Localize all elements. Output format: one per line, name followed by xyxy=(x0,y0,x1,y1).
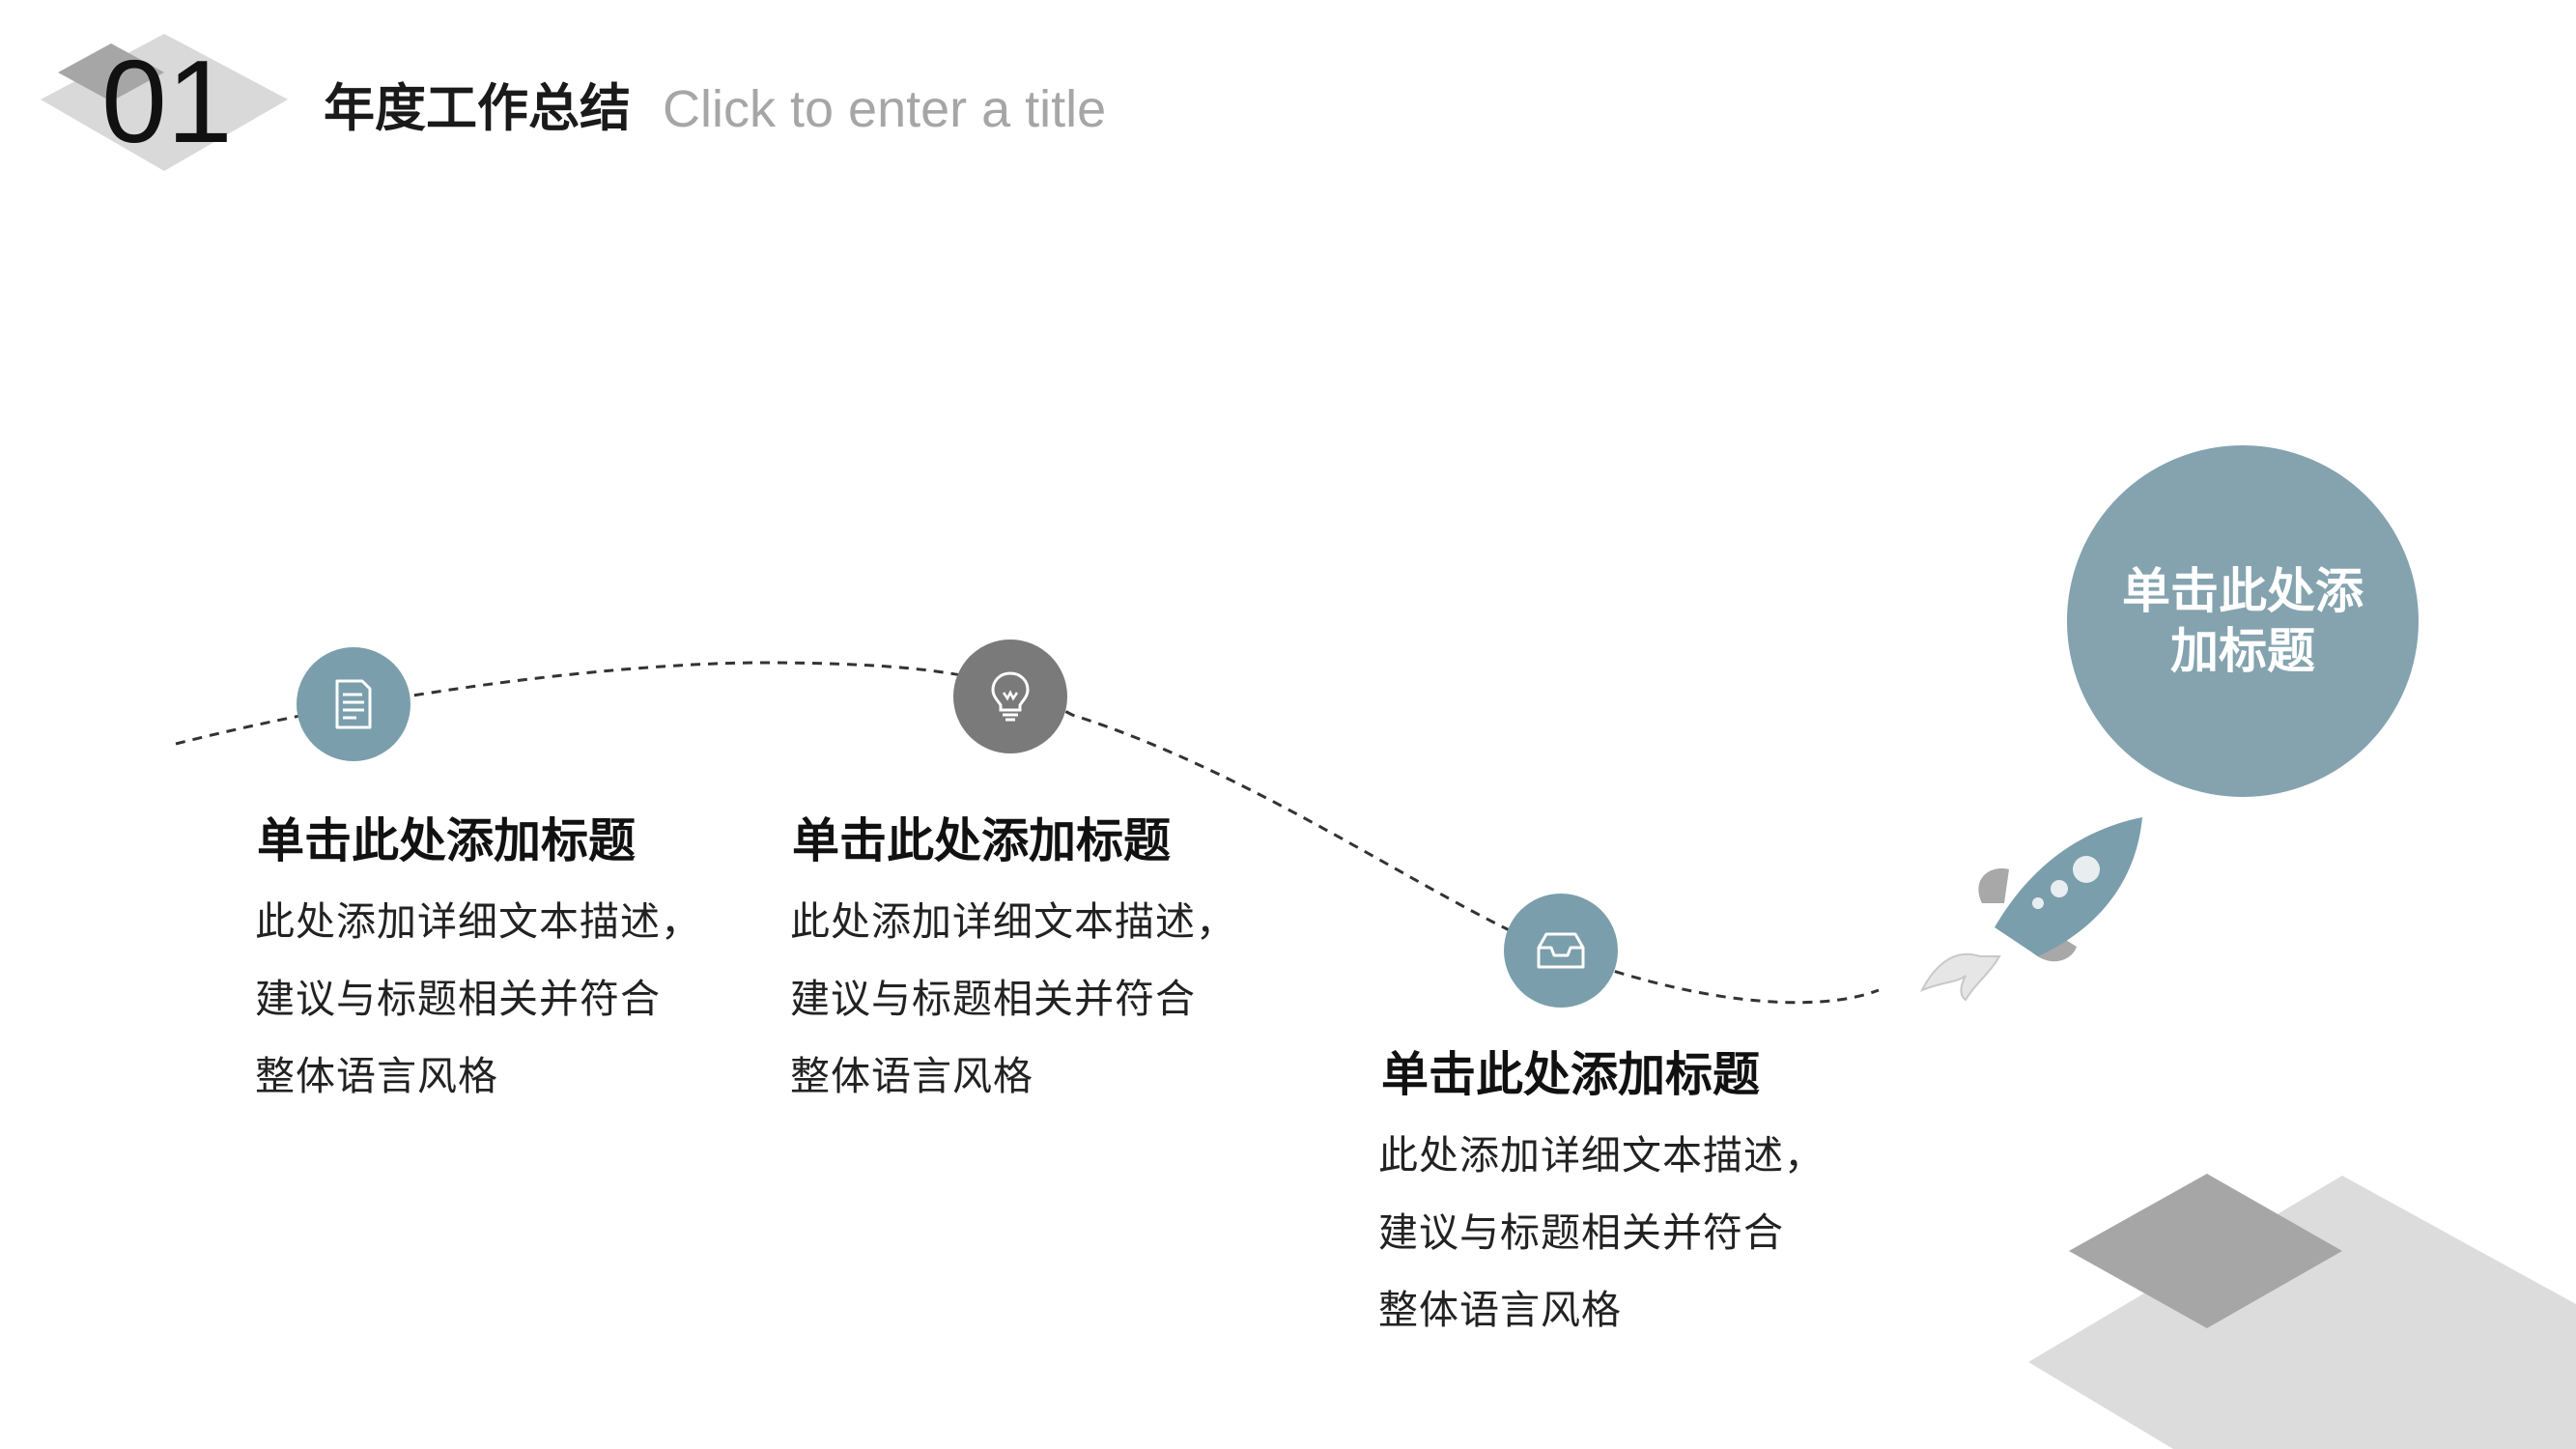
step-2-heading[interactable]: 单击此处添加标题 xyxy=(792,813,1172,868)
document-icon xyxy=(335,679,372,729)
corner-diamond-decoration xyxy=(2028,1174,2576,1449)
goal-title-line: 加标题 xyxy=(2170,623,2315,679)
desc-line: 整体语言风格 xyxy=(255,1053,498,1099)
desc-line: 建议与标题相关并符合 xyxy=(255,976,661,1022)
step-1-icon-circle[interactable] xyxy=(297,647,410,761)
step-3-description[interactable]: 此处添加详细文本描述， 建议与标题相关并符合 整体语言风格 xyxy=(1378,1117,1881,1349)
goal-title[interactable]: 单击此处添 加标题 xyxy=(2108,561,2378,681)
step-2-icon-circle[interactable] xyxy=(953,639,1067,753)
desc-line: 此处添加详细文本描述， xyxy=(255,898,701,945)
page-title[interactable]: 年度工作总结 xyxy=(324,79,631,138)
desc-line: 此处添加详细文本描述， xyxy=(790,898,1236,945)
header-diamond-decoration xyxy=(41,34,288,171)
desc-line: 建议与标题相关并符合 xyxy=(1378,1209,1784,1256)
step-3-heading[interactable]: 单击此处添加标题 xyxy=(1381,1047,1761,1102)
step-2-description[interactable]: 此处添加详细文本描述， 建议与标题相关并符合 整体语言风格 xyxy=(790,883,1292,1115)
desc-line: 此处添加详细文本描述， xyxy=(1378,1132,1825,1179)
desc-line: 建议与标题相关并符合 xyxy=(790,976,1196,1022)
goal-title-line: 单击此处添 xyxy=(2122,563,2364,619)
inbox-icon xyxy=(1537,932,1585,969)
desc-line: 整体语言风格 xyxy=(790,1053,1033,1099)
title-placeholder[interactable]: Click to enter a title xyxy=(663,80,1107,138)
desc-line: 整体语言风格 xyxy=(1378,1287,1622,1333)
step-1-description[interactable]: 此处添加详细文本描述， 建议与标题相关并符合 整体语言风格 xyxy=(255,883,757,1115)
step-1-heading[interactable]: 单击此处添加标题 xyxy=(257,813,637,868)
step-3-icon-circle[interactable] xyxy=(1504,894,1618,1008)
lightbulb-icon xyxy=(991,671,1030,722)
slide-number: 01 xyxy=(101,36,233,167)
goal-circle[interactable]: 单击此处添 加标题 xyxy=(2067,445,2419,797)
rocket-icon xyxy=(1919,817,2142,1002)
